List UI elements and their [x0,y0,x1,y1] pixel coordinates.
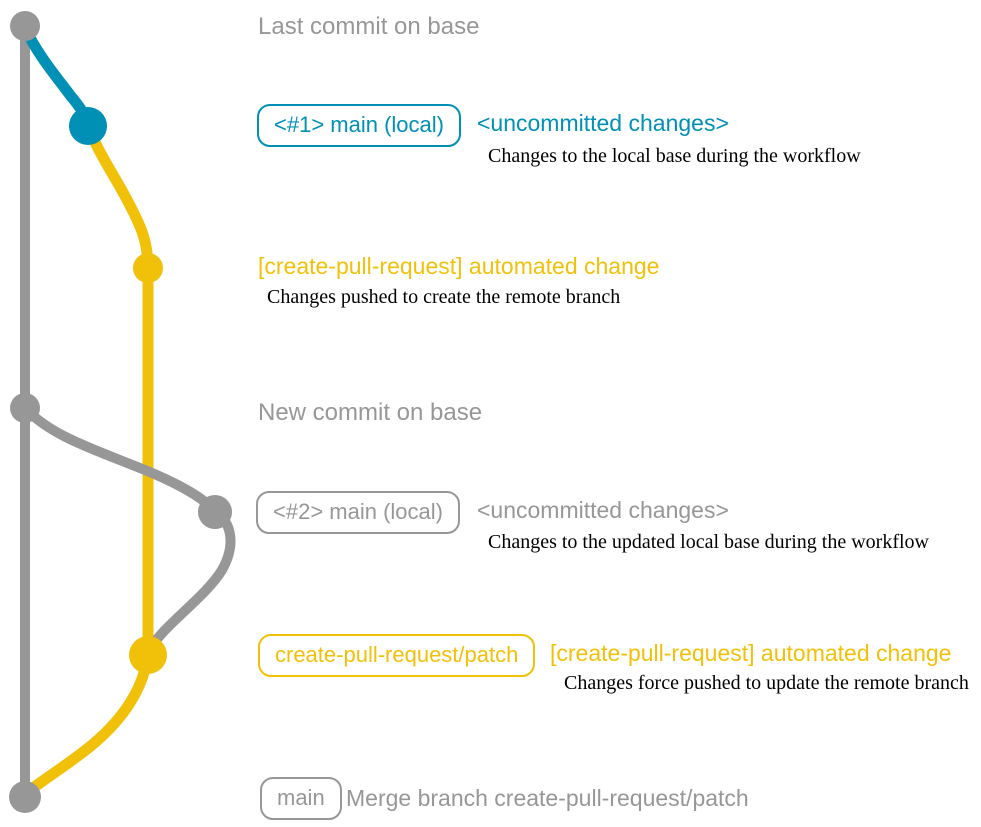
commit-dot-main-local-1 [69,107,107,145]
branch-tag-main-local-2: <#2> main (local) [256,491,460,534]
commit-dot-last-base [10,11,40,41]
description-uncommitted-1: Changes to the local base during the wor… [488,145,861,167]
commit-dot-automated-change-2 [129,636,167,674]
commit-message-uncommitted-2: <uncommitted changes> [477,497,729,523]
branch-tag-main-local-1: <#1> main (local) [257,104,461,147]
commit-dot-merge [9,781,41,813]
commit-dot-new-base [10,393,40,423]
label-new-commit-on-base: New commit on base [258,399,483,426]
branch-tag-create-pull-request-patch: create-pull-request/patch [258,634,536,677]
description-uncommitted-2: Changes to the updated local base during… [488,531,929,553]
commit-message-automated-2: [create-pull-request] automated change [550,640,952,666]
patch-branch-curve [82,120,154,274]
branch-tag-main: main [260,777,342,820]
updated-local-branch-up-curve [20,403,220,517]
updated-local-branch-down-curve [145,507,236,655]
description-automated-2: Changes force pushed to update the remot… [564,672,969,694]
patch-merge-curve [21,649,154,799]
description-automated-1: Changes pushed to create the remote bran… [267,286,621,308]
commit-dot-main-local-2 [198,495,232,529]
commit-dot-automated-change-1 [133,253,163,283]
label-last-commit-on-base: Last commit on base [258,13,480,40]
git-graph-canvas [9,11,236,813]
commit-message-merge: Merge branch create-pull-request/patch [346,785,749,811]
commit-message-uncommitted-1: <uncommitted changes> [477,110,729,136]
commit-message-automated-1: [create-pull-request] automated change [258,253,660,279]
